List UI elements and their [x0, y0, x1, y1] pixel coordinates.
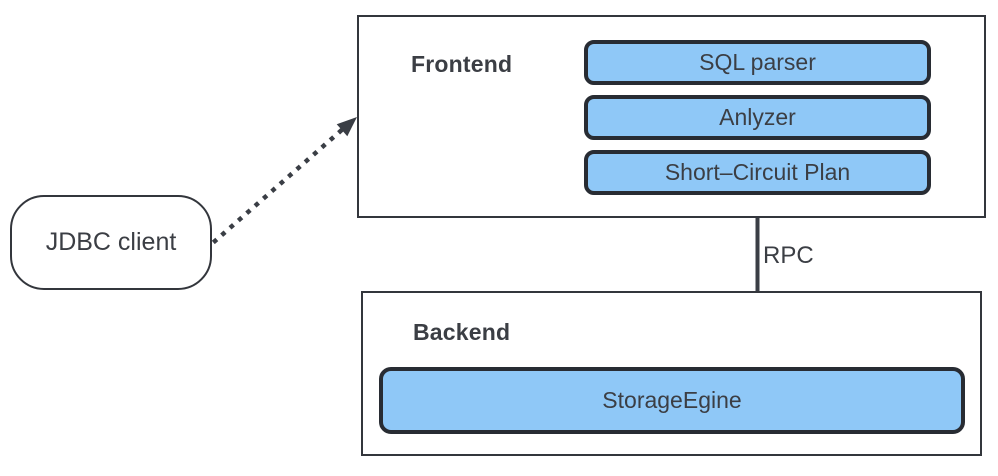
edge-client-to-frontend: [211, 117, 357, 245]
node-short-circuit-plan: Short–Circuit Plan: [584, 150, 931, 195]
node-storage-egine: StorageEgine: [379, 367, 965, 434]
backend-title: Backend: [413, 319, 511, 345]
node-sql-parser: SQL parser: [584, 40, 931, 85]
dotted-edge-line: [211, 124, 348, 245]
arrowhead-right-up: [336, 117, 357, 137]
node-anlyzer: Anlyzer: [584, 95, 931, 140]
node-jdbc-client: JDBC client: [10, 195, 212, 290]
frontend-title: Frontend: [411, 51, 513, 77]
edge-label-rpc: RPC: [763, 242, 814, 269]
